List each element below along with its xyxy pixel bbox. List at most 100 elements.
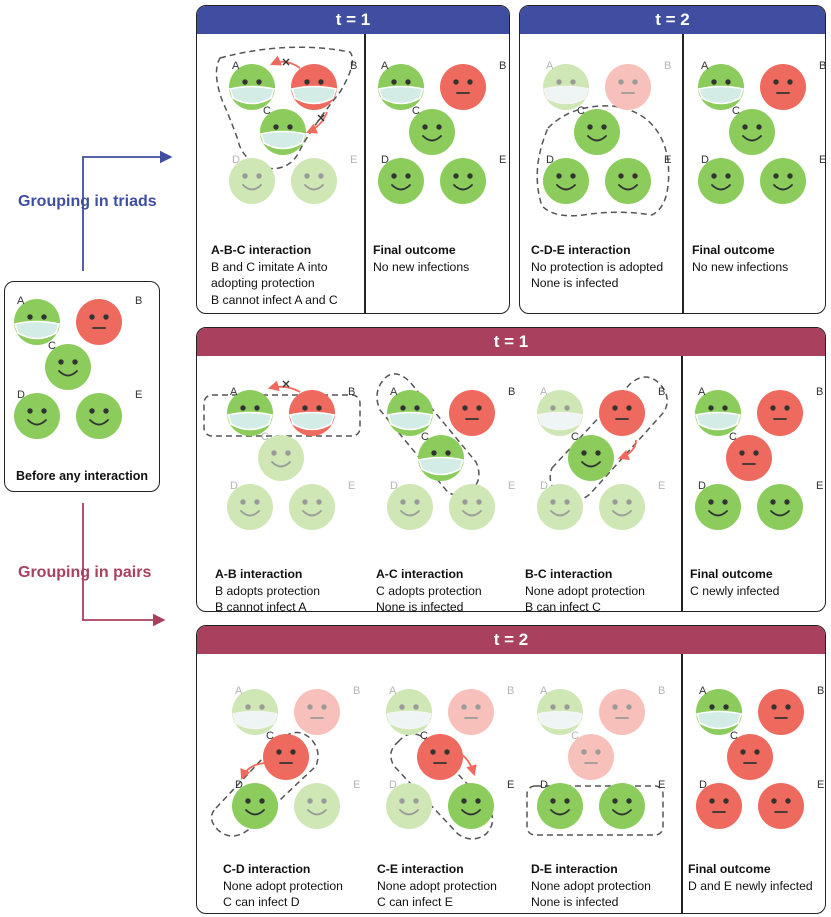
face-letter: A <box>389 685 397 697</box>
face-c-icon: C <box>417 730 463 780</box>
face-a-icon: A <box>695 685 743 735</box>
face-letter: A <box>381 60 389 72</box>
face-e-icon: E <box>440 154 506 204</box>
caption-abc: A-B-C interaction B and C imitate A into… <box>211 243 338 307</box>
face-b-icon: B <box>290 60 357 110</box>
group-ce <box>390 733 494 840</box>
face-e-icon: E <box>760 154 826 204</box>
group-abc <box>215 46 354 170</box>
face-letter: B <box>819 60 826 72</box>
caption-final-pairs-t1: Final outcome C newly infected <box>690 567 780 598</box>
face-b-icon: B <box>288 386 355 436</box>
face-letter: E <box>353 779 360 791</box>
face-a-icon: A <box>228 60 276 110</box>
blocked-x-icon <box>317 114 325 122</box>
face-b-icon: B <box>760 60 826 110</box>
face-letter: A <box>232 60 240 72</box>
panel-pairs-t1: t = 1 <box>196 327 826 612</box>
face-letter: B <box>658 685 665 697</box>
interaction-arrows <box>240 55 637 780</box>
face-c-icon: C <box>568 431 614 481</box>
face-letter: D <box>701 154 709 166</box>
face-a-icon: A <box>231 685 279 735</box>
face-letter: B <box>664 60 671 72</box>
face-letter: B <box>508 386 515 398</box>
group-cde <box>536 105 670 217</box>
face-letter: D <box>232 154 240 166</box>
arrow-b-to-c-blocked <box>306 111 328 134</box>
face-letter: C <box>412 105 420 117</box>
face-e-icon: E <box>289 480 355 530</box>
face-letter: C <box>420 730 428 742</box>
face-letter: B <box>507 685 514 697</box>
face-c-icon: C <box>574 105 620 155</box>
face-letter: C <box>421 431 429 443</box>
face-b-icon: B <box>758 685 824 735</box>
face-letter: E <box>499 154 506 166</box>
caption-cd: C-D interaction None adopt protection C … <box>223 862 343 909</box>
face-letter: C <box>732 105 740 117</box>
face-b-icon: B <box>599 685 665 735</box>
blocked-x-icon <box>282 380 290 388</box>
face-letter: B <box>350 60 357 72</box>
face-d-icon: D <box>698 154 744 204</box>
panel-title: t = 1 <box>197 328 825 356</box>
panel-title: t = 2 <box>197 626 825 654</box>
face-d-icon: D <box>537 480 583 530</box>
face-letter: D <box>17 389 25 401</box>
face-d-icon: D <box>378 154 424 204</box>
face-letter: A <box>235 685 243 697</box>
arrow-c-to-e <box>453 751 477 777</box>
face-letter: D <box>540 480 548 492</box>
before-interaction-label: Before any interaction <box>16 469 148 483</box>
face-e-icon: E <box>605 154 671 204</box>
caption-final-pairs-t2: Final outcome D and E newly infected <box>688 862 813 893</box>
face-letter: C <box>571 730 579 742</box>
face-letter: E <box>135 389 142 401</box>
face-d-icon: D <box>232 779 278 829</box>
face-c-icon: C <box>259 105 307 155</box>
face-e-icon: E <box>291 154 357 204</box>
face-b-icon: B <box>76 295 142 345</box>
grouping-pairs-label: Grouping in pairs <box>18 564 152 581</box>
face-d-icon: D <box>695 480 741 530</box>
face-e-icon: E <box>599 480 665 530</box>
face-d-icon: D <box>14 389 60 439</box>
caption-bc: B-C interaction None adopt protection B … <box>525 567 645 614</box>
grouping-connectors <box>82 150 173 627</box>
face-letter: D <box>698 480 706 492</box>
group-de <box>526 785 664 836</box>
face-a-icon: A <box>386 386 434 436</box>
face-d-icon: D <box>387 480 433 530</box>
face-c-icon: C <box>726 431 772 481</box>
face-d-icon: D <box>537 779 583 829</box>
face-letter: E <box>508 480 515 492</box>
face-letter: A <box>698 386 706 398</box>
face-e-icon: E <box>294 779 360 829</box>
face-a-icon: A <box>542 60 590 110</box>
face-b-icon: B <box>449 386 515 436</box>
face-c-icon: C <box>258 431 304 481</box>
face-d-icon: D <box>696 779 742 829</box>
face-letter: C <box>577 105 585 117</box>
face-letter: C <box>266 730 274 742</box>
face-letter: E <box>817 779 824 791</box>
face-letter: B <box>658 386 665 398</box>
caption-final-triads-t1: Final outcome No new infections <box>373 243 470 274</box>
caption-final-triads-t2: Final outcome No new infections <box>692 243 789 274</box>
face-b-icon: B <box>605 60 671 110</box>
caption-de: D-E interaction None adopt protection No… <box>531 862 651 909</box>
pairs-connector-arrow <box>82 503 166 627</box>
face-letter: D <box>235 779 243 791</box>
face-e-icon: E <box>449 480 515 530</box>
face-d-icon: D <box>227 480 273 530</box>
panel-title: t = 2 <box>520 6 825 34</box>
face-letter: B <box>499 60 506 72</box>
face-a-icon: A <box>13 295 61 345</box>
face-a-icon: A <box>377 60 425 110</box>
face-letter: A <box>699 685 707 697</box>
face-letter: A <box>546 60 554 72</box>
face-b-icon: B <box>440 60 506 110</box>
face-letter: C <box>261 431 269 443</box>
